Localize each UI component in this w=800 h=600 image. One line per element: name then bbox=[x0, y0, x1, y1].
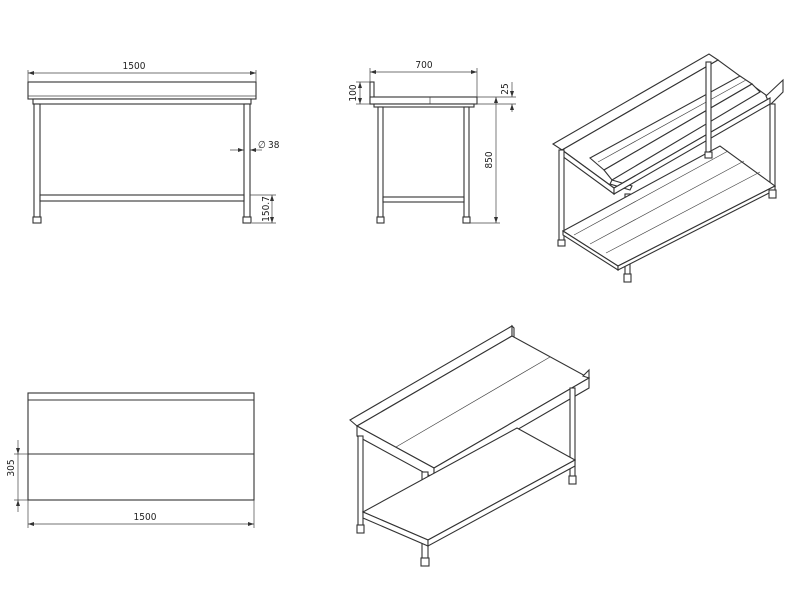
plan-outline bbox=[27, 392, 255, 501]
diameter-symbol-icon: ∅ bbox=[258, 140, 266, 151]
front-shelf-height-label: 150.7 bbox=[261, 196, 272, 222]
plan-depth-label: 305 bbox=[6, 459, 17, 476]
iso-under-leg-1 bbox=[558, 149, 565, 243]
side-leg-left bbox=[377, 106, 384, 218]
plan-view: 305 1500 bbox=[6, 392, 255, 528]
front-leg-left bbox=[33, 103, 41, 218]
side-backsplash-label: 100 bbox=[348, 84, 359, 101]
side-depth-label: 700 bbox=[415, 60, 432, 71]
iso-under-leg-2 bbox=[705, 61, 712, 155]
side-top-thickness-label: 25 bbox=[500, 83, 511, 94]
front-tube-diameter-label: 38 bbox=[268, 140, 280, 151]
front-apron bbox=[32, 98, 252, 105]
side-foot-left bbox=[376, 216, 385, 224]
side-height-label: 850 bbox=[484, 151, 495, 168]
iso-under-leg-3 bbox=[769, 103, 776, 195]
side-apron bbox=[373, 103, 475, 108]
iso-view-underside bbox=[551, 53, 784, 283]
iso-leg-front-left bbox=[357, 435, 364, 528]
side-foot-right bbox=[462, 216, 471, 224]
side-top bbox=[369, 96, 478, 105]
side-leg-right bbox=[463, 106, 470, 218]
iso-view-assembled bbox=[349, 324, 591, 567]
front-foot-left bbox=[32, 216, 42, 224]
front-view: 1500 ∅ 38 150.7 bbox=[27, 61, 280, 224]
side-shelf bbox=[382, 196, 465, 203]
front-leg-right bbox=[243, 103, 251, 218]
front-width-label: 1500 bbox=[123, 61, 146, 72]
plan-width-label: 1500 bbox=[134, 512, 157, 523]
front-shelf bbox=[39, 194, 245, 202]
front-top bbox=[27, 81, 257, 100]
iso-tabletop-seam bbox=[395, 356, 551, 448]
front-foot-right bbox=[242, 216, 252, 224]
side-view: 700 100 25 850 bbox=[348, 60, 516, 224]
